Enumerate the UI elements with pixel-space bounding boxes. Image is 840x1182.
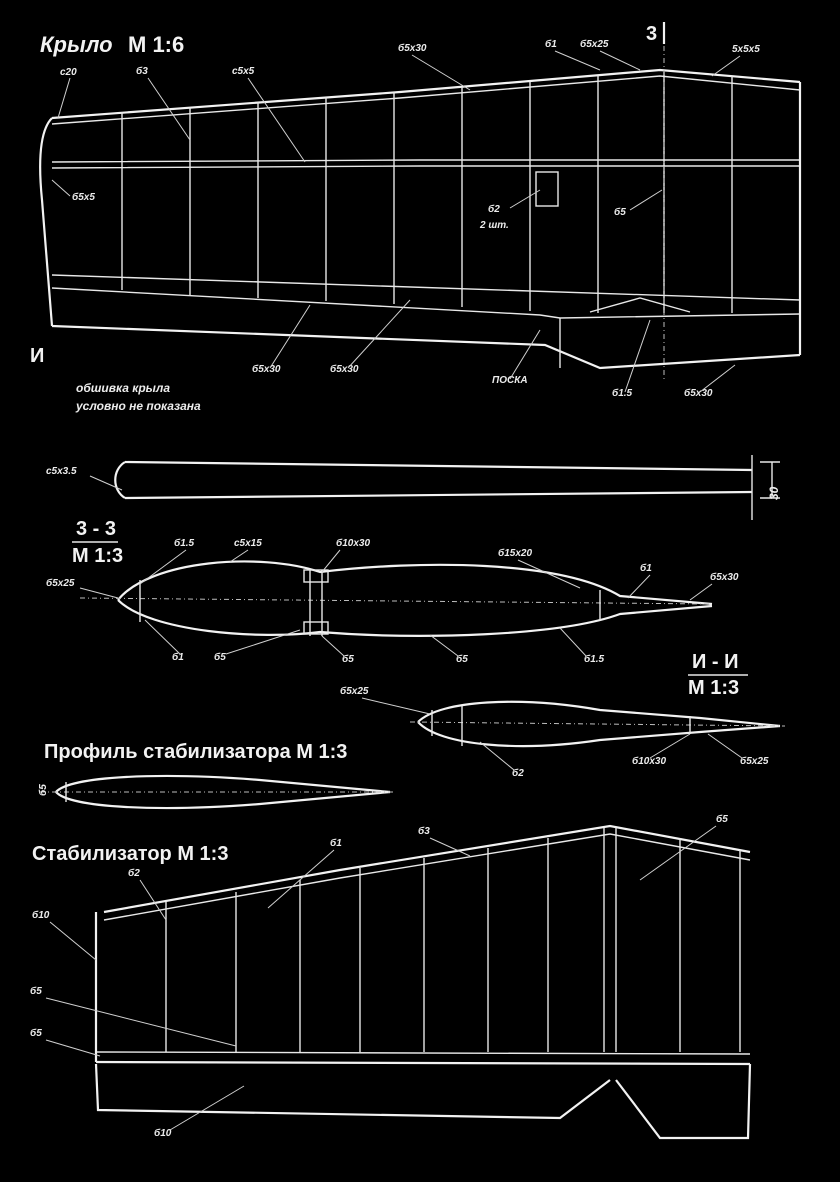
sii-label-3: б10х30 bbox=[632, 755, 666, 767]
s33-label-4: б10х30 bbox=[336, 537, 370, 549]
section-ii-scale: М 1:3 bbox=[688, 677, 739, 699]
sii-label-2: б2 bbox=[512, 767, 524, 779]
wing-label-11: б2 bbox=[488, 203, 500, 215]
section-ii-upper-skin bbox=[417, 700, 781, 728]
wing-label-4: б5х30 bbox=[398, 42, 427, 54]
section-ii-title: И - И bbox=[692, 651, 739, 673]
stab-profile: Профиль стабилизатора М 1:3 б5 bbox=[37, 741, 395, 810]
wing-main-spar-lower bbox=[51, 165, 800, 169]
s33-label-9: б5 bbox=[214, 651, 226, 663]
wing-fitting-box bbox=[535, 171, 559, 207]
s33-label-3: с5х15 bbox=[234, 538, 262, 549]
section-33-lower-skin bbox=[117, 599, 713, 637]
wing-label-12: 2 шт. bbox=[479, 220, 509, 231]
wing-label-15: ПОСКА bbox=[492, 375, 528, 386]
stab-label-7: б5 bbox=[30, 1027, 42, 1039]
stab-leading-edge bbox=[103, 824, 751, 914]
s33-label-7: б5х30 bbox=[710, 571, 739, 583]
stab-hinge-line bbox=[95, 1051, 751, 1055]
stab-elevator-left bbox=[94, 1063, 611, 1120]
wing-title: Крыло bbox=[40, 32, 113, 57]
spar-side-view: с5х3.5 30 bbox=[46, 455, 781, 520]
stab-profile-title: Профиль стабилизатора М 1:3 bbox=[44, 741, 347, 763]
stab-elevator-right bbox=[615, 1063, 752, 1140]
section-33-scale: М 1:3 bbox=[72, 545, 123, 567]
stabilizer-plan-view: Стабилизатор М 1:3 б1 б3 б5 б2 bbox=[30, 813, 752, 1140]
section-33-spar-cap-top bbox=[303, 569, 329, 583]
stab-ribs bbox=[165, 828, 741, 1052]
spar-nose bbox=[114, 461, 126, 499]
wing-plan-view: Крыло М 1:6 bbox=[30, 22, 802, 413]
wing-section-33: 3 - 3 М 1:3 б5х25 б1.5 с5х15 б10х30 б15х… bbox=[46, 518, 739, 665]
wing-label-13: б5х30 bbox=[252, 363, 281, 375]
wing-label-3: с5х5 bbox=[232, 66, 255, 77]
wing-label-7: 5х5х5 bbox=[732, 44, 760, 55]
section-33-title: 3 - 3 bbox=[76, 518, 116, 540]
s33-label-1: б5х25 bbox=[46, 577, 75, 589]
wing-label-2: б3 bbox=[136, 65, 148, 77]
wing-leading-edge bbox=[51, 68, 801, 120]
wing-scale: М 1:6 bbox=[128, 32, 184, 57]
stab-label-3: б5 bbox=[716, 813, 728, 825]
s33-label-11: б5 bbox=[456, 653, 468, 665]
s33-label-10: б5 bbox=[342, 653, 354, 665]
wing-flap-hinge bbox=[51, 287, 801, 319]
wing-label-18: И bbox=[30, 345, 44, 367]
stab-label-8: б10 bbox=[154, 1127, 172, 1139]
stab-rear-spar bbox=[95, 1060, 751, 1066]
section-33-upper-skin bbox=[117, 560, 713, 606]
wing-label-8: 3 bbox=[646, 23, 657, 45]
section-ii-chordline bbox=[409, 721, 786, 727]
s33-label-12: б1.5 bbox=[584, 653, 605, 665]
wing-label-14: б5х30 bbox=[330, 363, 359, 375]
stab-profile-lower bbox=[55, 790, 391, 810]
stab-label-4: б2 bbox=[128, 867, 140, 879]
spar-label-1: с5х3.5 bbox=[46, 466, 77, 477]
stab-label-2: б3 bbox=[418, 825, 430, 837]
wing-note-1: обшивка крыла bbox=[76, 381, 170, 395]
s33-label-2: б1.5 bbox=[174, 537, 195, 549]
wing-label-10: б5 bbox=[614, 206, 626, 218]
wing-label-17: б5х30 bbox=[684, 387, 713, 399]
section-33-chordline bbox=[79, 597, 711, 605]
spar-dim bbox=[760, 461, 780, 499]
stab-label-6: б5 bbox=[30, 985, 42, 997]
wing-label-1: с20 bbox=[60, 67, 77, 78]
wing-note-2: условно не показана bbox=[75, 399, 201, 413]
wing-leading-edge-inner bbox=[51, 75, 801, 125]
stab-profile-label-1: б5 bbox=[37, 784, 49, 796]
wing-rear-spar bbox=[51, 274, 801, 301]
wing-label-9: б5х5 bbox=[72, 191, 95, 203]
s33-label-6: б1 bbox=[640, 562, 652, 574]
wing-section-ii: И - И М 1:3 б5х25 б2 б10х30 б5х25 bbox=[340, 651, 786, 779]
spar-top bbox=[124, 460, 753, 472]
s33-label-5: б15х20 bbox=[498, 547, 532, 559]
stab-profile-upper bbox=[55, 774, 391, 794]
sii-label-1: б5х25 bbox=[340, 685, 369, 697]
section-33-spars bbox=[139, 570, 601, 636]
spar-label-2: 30 bbox=[767, 486, 781, 500]
stabilizer-title: Стабилизатор М 1:3 bbox=[32, 843, 228, 865]
stab-label-5: б10 bbox=[32, 909, 50, 921]
sii-label-4: б5х25 bbox=[740, 755, 769, 767]
stab-label-1: б1 bbox=[330, 837, 342, 849]
wing-main-spar bbox=[51, 159, 800, 163]
section-ii-lower-skin bbox=[417, 721, 781, 748]
wing-label-5: б1 bbox=[545, 38, 557, 50]
section-33-spar-cap-bottom bbox=[303, 621, 329, 635]
wing-label-6: б5х25 bbox=[580, 38, 609, 50]
spar-bottom bbox=[124, 490, 753, 500]
wing-trailing-edge bbox=[51, 324, 801, 370]
wing-root-rib bbox=[39, 117, 54, 327]
wing-label-16: б1.5 bbox=[612, 387, 633, 399]
wing-ribs bbox=[121, 72, 733, 313]
wing-aileron-horn bbox=[589, 297, 691, 313]
s33-label-8: б1 bbox=[172, 651, 184, 663]
section-ii-spars bbox=[431, 706, 691, 746]
